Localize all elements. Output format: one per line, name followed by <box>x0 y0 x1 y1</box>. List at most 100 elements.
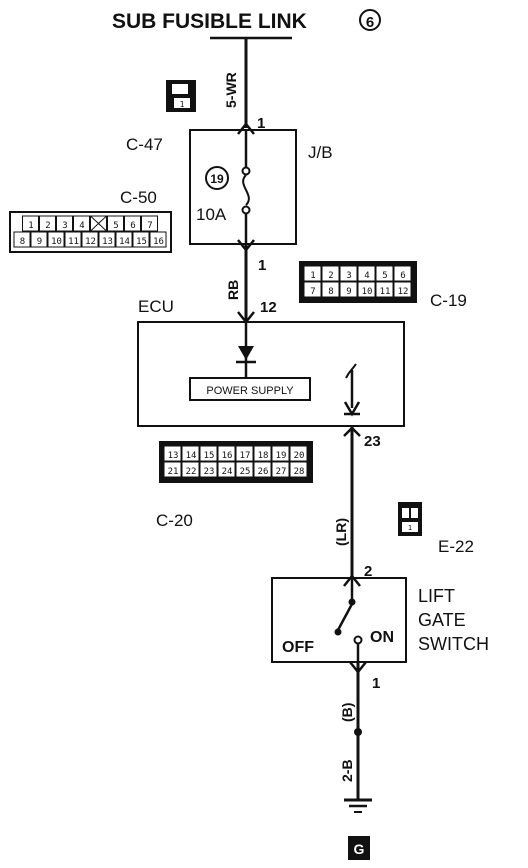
connector-pin-number: 6 <box>130 221 135 231</box>
connector-pin <box>98 231 116 248</box>
connector-pin <box>217 461 236 478</box>
fuse-rating: 10A <box>196 205 227 224</box>
switch-name-line2: GATE <box>418 610 466 630</box>
diode-icon <box>238 346 254 360</box>
diagram-title: SUB FUSIBLE LINK <box>112 10 307 33</box>
connector-pin <box>253 461 272 478</box>
power-supply-label: POWER SUPPLY <box>206 385 294 397</box>
connector-pin <box>375 281 394 298</box>
connector-pin-number: 25 <box>240 467 251 477</box>
connector-pin-number: 7 <box>147 221 152 231</box>
fuse-terminal-bottom <box>241 205 251 215</box>
connector-pin <box>303 281 322 298</box>
connector-pin-number: 10 <box>51 237 62 247</box>
connector-pin-number: 5 <box>113 221 118 231</box>
connector-pin-number: 27 <box>276 467 287 477</box>
connector-pin-number: 17 <box>240 451 251 461</box>
connector-pin <box>271 461 290 478</box>
connector-pin-number: 23 <box>204 467 215 477</box>
connector-pin <box>289 445 308 462</box>
connector-pin-number: 5 <box>382 271 387 281</box>
wire-label-5-wr: 5-WR <box>223 72 239 108</box>
pin-jb-out: 1 <box>258 257 266 274</box>
connector-pin-number: 2 <box>45 221 50 231</box>
connector-pin-number: 9 <box>37 237 42 247</box>
splice-point <box>354 728 362 736</box>
connector-pin <box>30 231 48 248</box>
pin-ecu-in: 12 <box>260 299 277 316</box>
connector-pin-number: 20 <box>294 451 305 461</box>
connector-label-c20: C-20 <box>156 511 193 530</box>
connector-pin-number: 7 <box>310 287 315 297</box>
connector-pin <box>271 445 290 462</box>
connector-pin <box>393 265 412 282</box>
connector-pin <box>339 281 358 298</box>
connector-pin-number: 8 <box>20 237 25 247</box>
connector-pin-number: 1 <box>310 271 315 281</box>
connector-pin <box>235 461 254 478</box>
connector-pin-number: 15 <box>136 237 147 247</box>
connector-pin <box>47 231 65 248</box>
connector-pin <box>393 281 412 298</box>
connector-pin <box>217 445 236 462</box>
connector-pin <box>321 265 340 282</box>
junction-block-label: J/B <box>308 143 333 162</box>
connector-pin-number: 26 <box>258 467 269 477</box>
connector-pin-number: 8 <box>328 287 333 297</box>
connector-pin-number: 13 <box>102 237 113 247</box>
connector-pin <box>163 461 182 478</box>
connector-pin <box>253 445 272 462</box>
switch-off-label: OFF <box>282 639 314 656</box>
pin-ecu-out: 23 <box>364 433 381 450</box>
pin-jb-in: 1 <box>257 115 265 132</box>
connector-pin <box>141 215 158 232</box>
connector-pin-number: 6 <box>400 271 405 281</box>
connector-pin-number: 19 <box>276 451 287 461</box>
connector-pin-number: 3 <box>346 271 351 281</box>
wire-label-b: (B) <box>339 703 355 722</box>
connector-pin-number: 13 <box>168 451 179 461</box>
connector-pin-number: 2 <box>328 271 333 281</box>
connector-pin <box>124 215 141 232</box>
connector-pin-number: 1 <box>28 221 33 231</box>
connector-pin <box>56 215 73 232</box>
junction-block-box <box>189 129 297 245</box>
pin-arrow-switch-in <box>343 573 361 587</box>
switch-box <box>271 577 407 663</box>
connector-pin <box>13 231 31 248</box>
connector-pin <box>235 445 254 462</box>
svg-text:1: 1 <box>180 100 185 109</box>
connector-pin-number: 9 <box>346 287 351 297</box>
connector-pin <box>199 445 218 462</box>
fuse-number-circle <box>205 166 229 190</box>
connector-pin <box>149 231 167 248</box>
switch-lever-icon <box>336 603 354 631</box>
switch-name-line3: SWITCH <box>418 634 489 654</box>
ground-point-badge <box>348 836 370 860</box>
connector-pin-number: 11 <box>380 287 391 297</box>
connector-pin-number: 15 <box>204 451 215 461</box>
connector-pin-number: 21 <box>168 467 179 477</box>
connector-pin <box>132 231 150 248</box>
connector-pin <box>107 215 124 232</box>
pin-switch-out: 1 <box>372 675 380 692</box>
connector-pin <box>22 215 39 232</box>
connector-pin-number: 10 <box>362 287 373 297</box>
connector-pin <box>163 445 182 462</box>
connector-pin <box>81 231 99 248</box>
ecu-box <box>137 321 405 427</box>
pin-switch-in: 2 <box>364 563 372 580</box>
switch-name-line1: LIFT <box>418 586 455 606</box>
pin-arrow-ecu-out <box>343 426 361 437</box>
connector-pin-number: 14 <box>119 237 130 247</box>
connector-pin-number: 11 <box>68 237 79 247</box>
connector-label-c19: C-19 <box>430 291 467 310</box>
connector-pin <box>357 265 376 282</box>
connector-pin-number: 18 <box>258 451 269 461</box>
connector-pin <box>181 445 200 462</box>
switch-on-label: ON <box>370 629 394 646</box>
